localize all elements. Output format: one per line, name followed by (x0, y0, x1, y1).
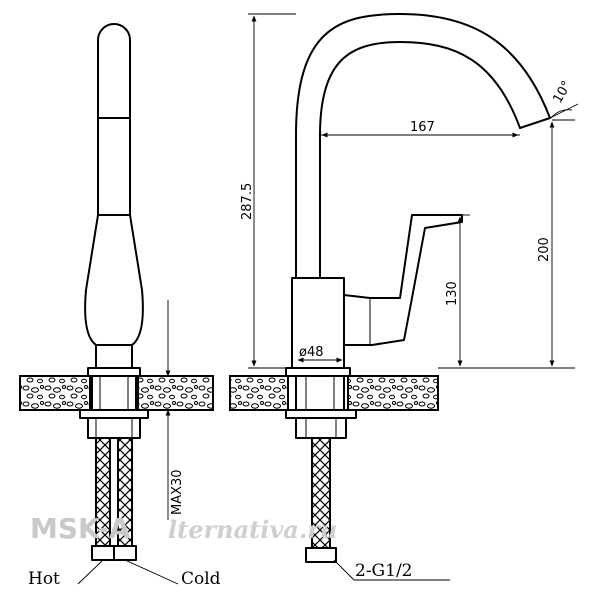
total-height-label: 287.5 (240, 183, 255, 220)
connection-thread-label: 2-G1/2 (355, 561, 413, 581)
spout-reach-label: 167 (410, 120, 435, 135)
side-countertop-right (347, 375, 439, 411)
front-countertop-right (137, 375, 214, 411)
side-countertop-left (229, 375, 289, 411)
side-nut (295, 417, 347, 439)
cold-label: Cold (181, 569, 221, 589)
side-spout-outer (295, 13, 551, 279)
spout-height-label: 200 (537, 237, 552, 262)
front-spout-tube (97, 23, 131, 216)
side-spout-outlet (519, 117, 551, 129)
max-counter-thickness-label: MAX30 (170, 469, 185, 515)
watermark-left: MSK-A (30, 512, 131, 545)
side-shank (295, 375, 345, 411)
front-handle (84, 214, 144, 346)
front-view: MAX30 Hot Cold (19, 23, 221, 589)
side-washer (285, 409, 357, 419)
front-nut (87, 417, 141, 439)
handle-height-label: 130 (445, 281, 460, 306)
watermark: MSK-A lternativa.ru (30, 512, 337, 545)
side-flange (285, 367, 351, 377)
front-washer (79, 409, 149, 419)
front-countertop-left (19, 375, 91, 411)
front-fitting-cold (113, 545, 137, 561)
side-view: 2-G1/2 287.5 167 ø48 130 200 10° (229, 13, 579, 581)
watermark-right: lternativa.ru (168, 515, 337, 544)
body-diameter-label: ø48 (299, 345, 324, 360)
front-flange (87, 367, 141, 377)
front-shank (91, 375, 137, 411)
side-spout-inner (319, 41, 521, 279)
front-fitting-hot (91, 545, 115, 561)
side-handle (343, 214, 463, 346)
spout-angle-label: 10° (550, 79, 575, 106)
hot-label: Hot (28, 569, 60, 589)
side-fitting (305, 547, 337, 563)
